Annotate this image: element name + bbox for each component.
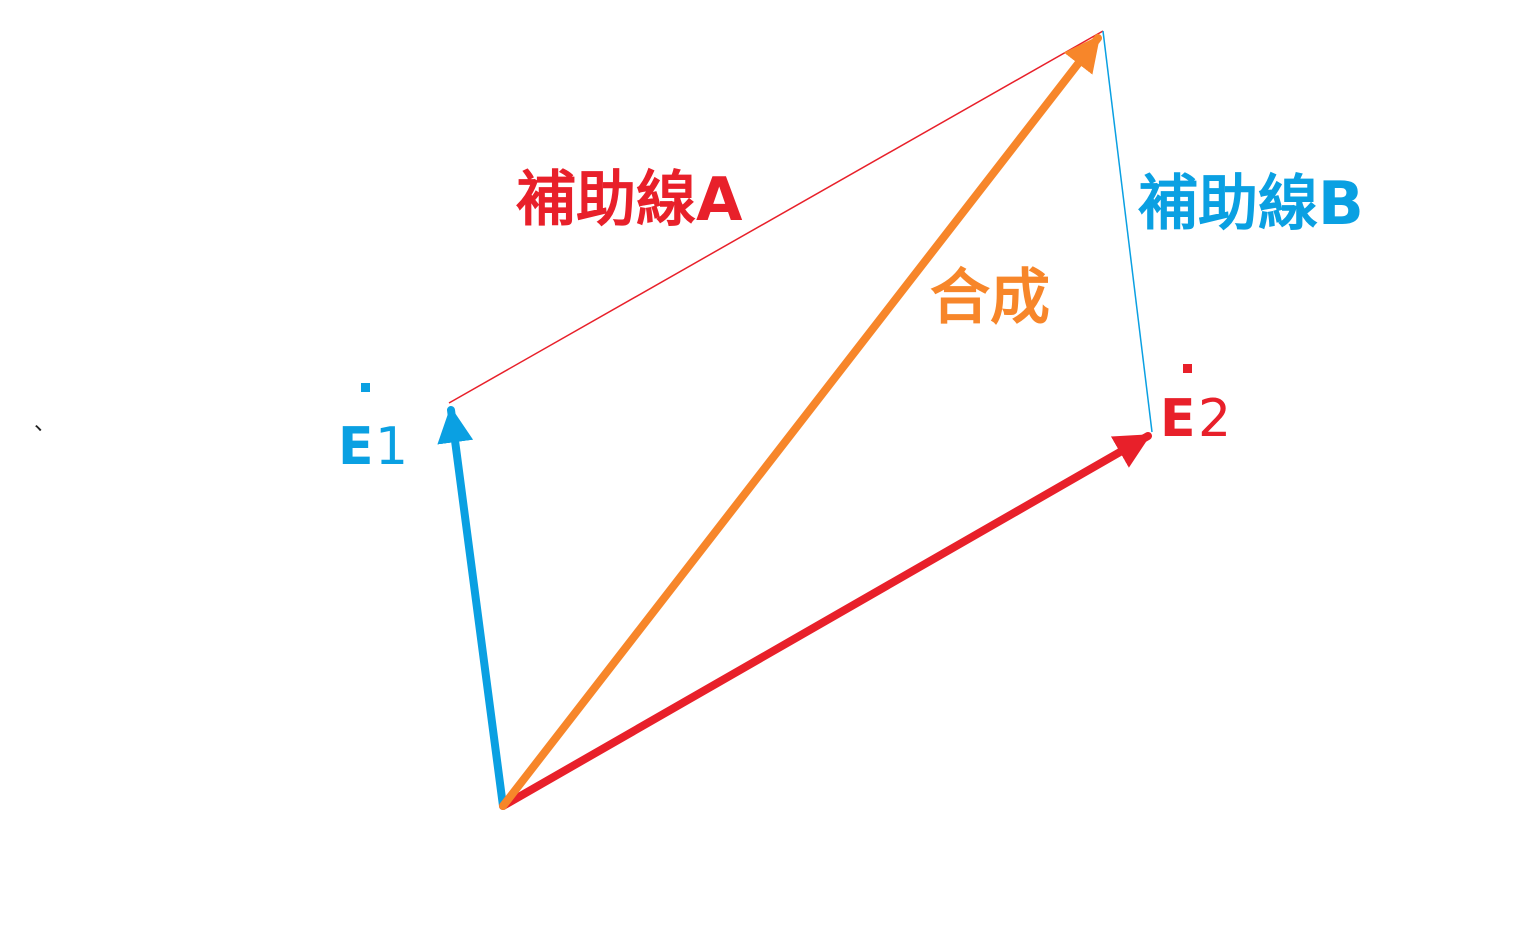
aux-line-b — [1102, 30, 1153, 433]
stray-comma-mark: 、 — [34, 411, 56, 436]
vector-e2-arrow — [499, 432, 1152, 810]
vector-e1-arrow — [437, 406, 507, 810]
resultant-vector-arrow — [499, 34, 1102, 810]
e1-label-subscript: 1 — [375, 417, 408, 477]
aux-line-a — [448, 30, 1104, 404]
e2-dot-mark — [1183, 364, 1192, 373]
e1-dot-mark — [361, 383, 370, 392]
aux-line-a-label: 補助線A — [516, 165, 743, 235]
e2-label-letter: E — [1160, 389, 1196, 449]
e2-label-subscript: 2 — [1198, 389, 1231, 449]
aux-line-b-label: 補助線B — [1138, 169, 1364, 239]
e1-label-letter: E — [338, 417, 374, 477]
resultant-label: 合成 — [930, 263, 1050, 333]
